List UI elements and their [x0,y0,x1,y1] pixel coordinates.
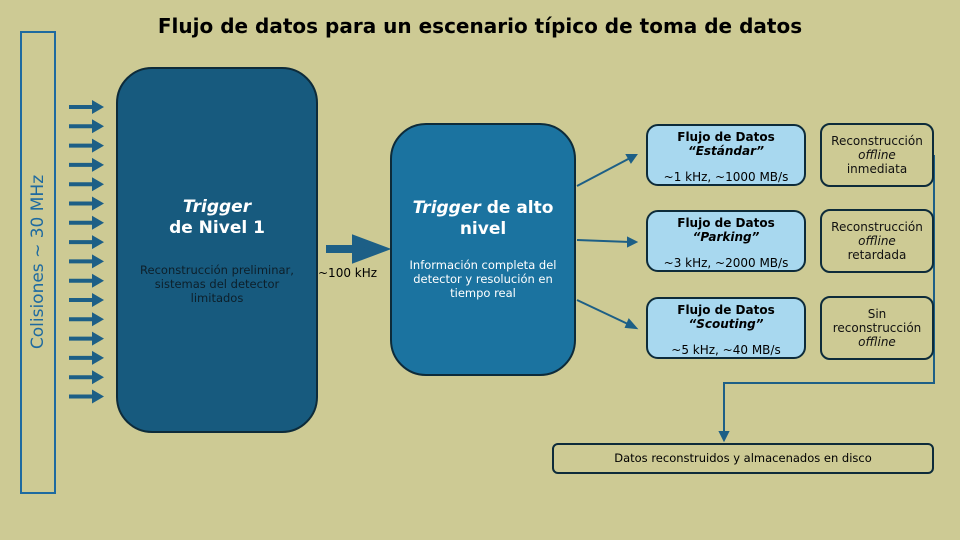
stream-rate: ~3 kHz, ~2000 MB/s [663,256,789,270]
arrow-to-storage [723,155,935,434]
stream-box: Flujo de Datos “Parking” ~3 kHz, ~2000 M… [646,210,806,272]
diagram-title: Flujo de datos para un escenario típico … [157,14,803,38]
input-arrow [69,119,104,134]
hlt-box: Trigger de alto nivel Información comple… [390,123,576,376]
level1-title-italic: Trigger [182,197,252,217]
reconstruction-box: Reconstrucción offline inmediata [820,123,934,187]
reco-line: retardada [847,248,907,262]
input-arrow [69,350,104,365]
input-arrow [69,196,104,211]
arrow-to-parking [576,239,631,243]
arrow-l1-to-hlt [326,234,392,264]
input-arrow [69,100,104,114]
input-arrow [69,177,104,192]
stream-name: “Estándar” [687,144,764,158]
input-arrow [69,273,104,288]
level1-trigger-box: Trigger de Nivel 1 Reconstrucción prelim… [116,67,318,433]
stream-box: Flujo de Datos “Scouting” ~5 kHz, ~40 MB… [646,297,806,359]
stream-box: Flujo de Datos “Estándar” ~1 kHz, ~1000 … [646,124,806,186]
storage-box: Datos reconstruidos y almacenados en dis… [552,443,934,474]
arrow-to-scouting [576,299,631,326]
collisions-box [20,31,56,494]
reco-line: offline [858,335,896,349]
reconstruction-box: Sin reconstrucción offline [820,296,934,360]
input-arrow [69,235,104,250]
input-arrow [69,138,104,153]
reco-line: Reconstrucción [831,134,923,148]
reco-line: inmediata [846,162,908,176]
stream-heading: Flujo de Datos [677,303,775,317]
input-arrow [69,254,104,269]
hlt-title: de alto nivel [459,198,554,239]
input-arrow [69,370,104,385]
reco-line: offline [858,234,896,248]
reco-line: Reconstrucción [831,220,923,234]
reco-line: reconstrucción [832,321,922,335]
stream-heading: Flujo de Datos [677,216,775,230]
input-arrow [69,312,104,327]
hlt-description: Información completa del detector y reso… [409,258,557,300]
input-arrows [69,100,104,404]
reconstruction-box: Reconstrucción offline retardada [820,209,934,273]
input-arrow [69,331,104,346]
stream-rate: ~1 kHz, ~1000 MB/s [663,170,789,184]
input-arrow [69,157,104,172]
input-arrow [69,293,104,307]
input-arrow [69,215,104,230]
reco-line: Sin [867,307,887,321]
rate-label: ~100 kHz [318,266,378,280]
stream-name: “Parking” [692,230,760,244]
level1-description: Reconstrucción preliminar, sistemas del … [140,263,294,305]
hlt-title-italic: Trigger [412,198,481,218]
arrow-to-standard [576,156,633,187]
stream-name: “Scouting” [688,317,764,331]
stream-heading: Flujo de Datos [677,130,775,144]
stream-rate: ~5 kHz, ~40 MB/s [671,343,781,357]
reco-line: offline [858,148,896,162]
input-arrow [69,389,104,404]
level1-title: de Nivel 1 [169,218,265,238]
